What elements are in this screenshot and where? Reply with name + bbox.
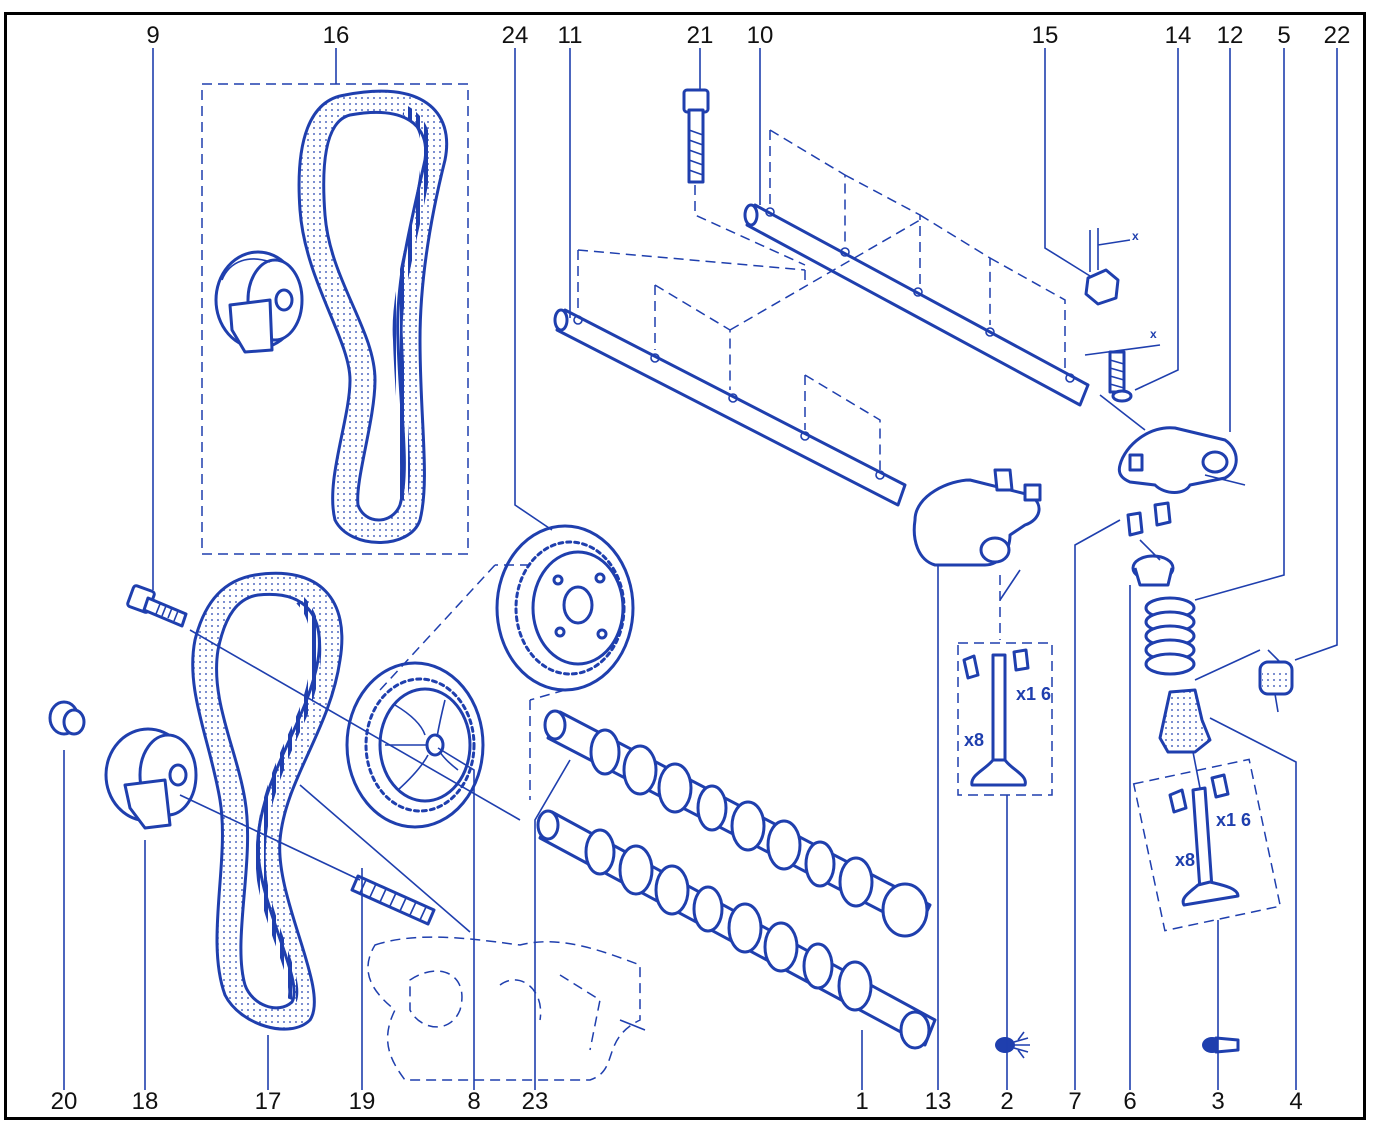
callout-19: 19 [348, 1088, 376, 1115]
belt-kit-dashed-box [201, 83, 469, 555]
callout-6: 6 [1123, 1088, 1137, 1115]
timing-belt-17 [191, 571, 344, 1031]
callout-24: 24 [501, 22, 529, 49]
timing-belt-kit-16 [297, 89, 449, 544]
bolt-9 [126, 584, 188, 628]
camshaft-23 [543, 709, 932, 938]
valve-kit-3: x1 6 x8 [1132, 758, 1282, 932]
callout-11: 11 [557, 22, 583, 49]
valve-keepers-7 [1126, 501, 1172, 537]
callout-2: 2 [1000, 1088, 1014, 1115]
tensioner-roller-kit [214, 250, 304, 354]
lubricant-icon-2 [995, 1031, 1030, 1059]
callout-23: 23 [521, 1088, 549, 1115]
callout-22: 22 [1323, 22, 1351, 49]
callout-5: 5 [1277, 22, 1291, 49]
valve-stem-seal-4 [1158, 688, 1212, 754]
rocker-arm-12 [1117, 426, 1238, 494]
callout-17: 17 [254, 1088, 282, 1115]
callout-12: 12 [1216, 22, 1244, 49]
callout-3: 3 [1211, 1088, 1225, 1115]
callout-14: 14 [1164, 22, 1192, 49]
callout-20: 20 [50, 1088, 78, 1115]
keepers-quantity: x1 6 [1016, 684, 1051, 704]
leader-lines [63, 48, 1338, 1090]
clearance-mark-x: x [1150, 327, 1157, 341]
valves-quantity: x8 [1175, 850, 1195, 870]
lubricant-icon-3 [1202, 1036, 1240, 1054]
callout-4: 4 [1289, 1088, 1303, 1115]
callout-13: 13 [924, 1088, 952, 1115]
callout-10: 10 [746, 22, 774, 49]
nut-20 [48, 700, 86, 736]
camshaft-pulley-24 [495, 524, 635, 692]
callout-1: 1 [855, 1088, 869, 1115]
callout-8: 8 [467, 1088, 481, 1115]
callout-15: 15 [1031, 22, 1059, 49]
valve-kit-2: x1 6 x8 [957, 642, 1053, 796]
rocker-shaft-11 [553, 308, 907, 507]
callout-21: 21 [686, 22, 714, 49]
adjusting-screw-14: x [1084, 327, 1161, 403]
keepers-quantity: x1 6 [1216, 810, 1251, 830]
valve-spring-5 [1144, 596, 1196, 676]
part-22 [1258, 649, 1294, 713]
bolt-21 [682, 88, 710, 184]
valves-quantity: x8 [964, 730, 984, 750]
rocker-arm-13 [912, 468, 1042, 567]
spring-retainer-6 [1131, 554, 1175, 587]
clearance-mark-x: x [1132, 229, 1139, 243]
tensioner-18 [104, 727, 198, 830]
rocker-shaft-10 [743, 203, 1090, 407]
callout-18: 18 [131, 1088, 159, 1115]
callout-9: 9 [146, 22, 160, 49]
camshaft-pulley-8 [345, 661, 485, 829]
stud-19 [350, 874, 436, 926]
adjuster-nut-15: x [1084, 228, 1139, 306]
camshaft-1 [536, 809, 937, 1050]
assembly-guide-lines [379, 129, 1066, 800]
callout-7: 7 [1068, 1088, 1082, 1115]
engine-block-outline [367, 936, 641, 1081]
callout-16: 16 [322, 22, 350, 49]
